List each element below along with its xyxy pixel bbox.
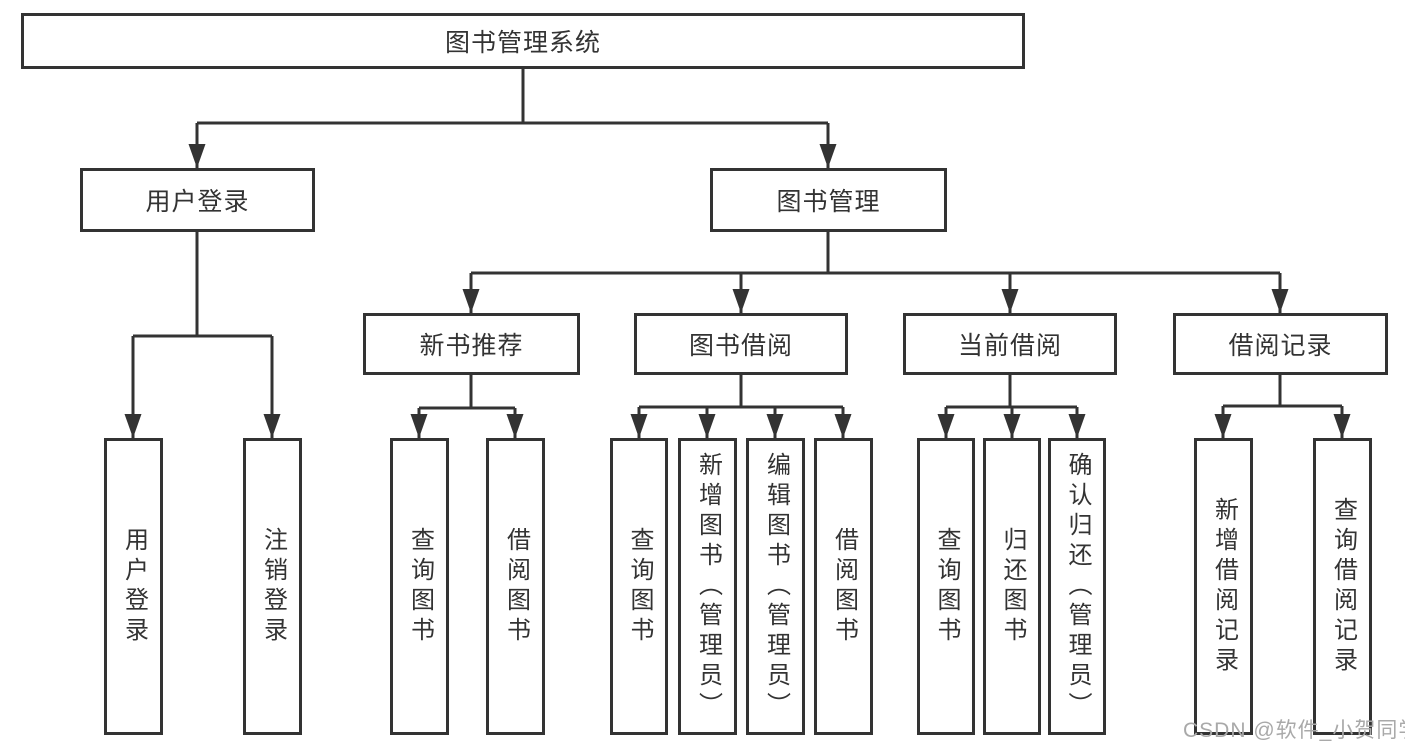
leaf-current-return: 归还图书 [983,438,1041,735]
leaf-borrow-borrow: 借阅图书 [814,438,873,735]
node-user-login: 用户登录 [80,168,315,232]
leaf-borrow-edit-admin: 编辑图书（管理员） [746,438,805,735]
node-borrow-records: 借阅记录 [1173,313,1388,375]
csdn-watermark: CSDN @软件_小贺同学 [1183,719,1405,742]
node-current-borrow: 当前借阅 [903,313,1117,375]
node-root-system: 图书管理系统 [21,13,1025,69]
leaf-borrow-query: 查询图书 [610,438,668,735]
leaf-records-query: 查询借阅记录 [1313,438,1372,735]
node-book-management: 图书管理 [710,168,947,232]
leaf-current-query: 查询图书 [917,438,975,735]
node-book-borrow: 图书借阅 [634,313,848,375]
leaf-logout: 注销登录 [243,438,302,735]
leaf-current-confirm-admin: 确认归还（管理员） [1048,438,1106,735]
leaf-records-add: 新增借阅记录 [1194,438,1253,735]
leaf-newbooks-borrow: 借阅图书 [486,438,545,735]
node-new-books: 新书推荐 [363,313,580,375]
leaf-borrow-add-admin: 新增图书（管理员） [678,438,737,735]
leaf-newbooks-query: 查询图书 [390,438,449,735]
leaf-user-login: 用户登录 [104,438,163,735]
